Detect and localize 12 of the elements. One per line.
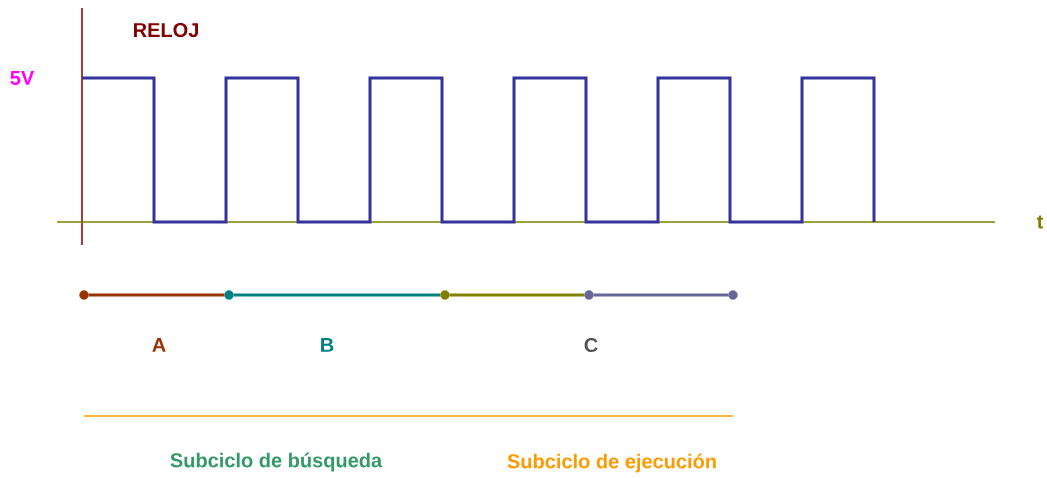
phase-segment (449, 293, 585, 297)
phase-label: A (152, 338, 166, 352)
phase-segment (233, 293, 441, 297)
phase-segment (88, 293, 225, 297)
axis-label: t (1036, 215, 1044, 229)
subcycle-label: Subciclo de búsqueda (170, 452, 383, 472)
phase-segment (593, 293, 729, 297)
subcycle-label: Subciclo de ejecución (507, 453, 716, 473)
voltage-label: 5V (10, 71, 35, 85)
phase-label: C (584, 337, 598, 353)
phase-label: B (321, 338, 334, 352)
axis-label: RELOJ (134, 22, 198, 38)
